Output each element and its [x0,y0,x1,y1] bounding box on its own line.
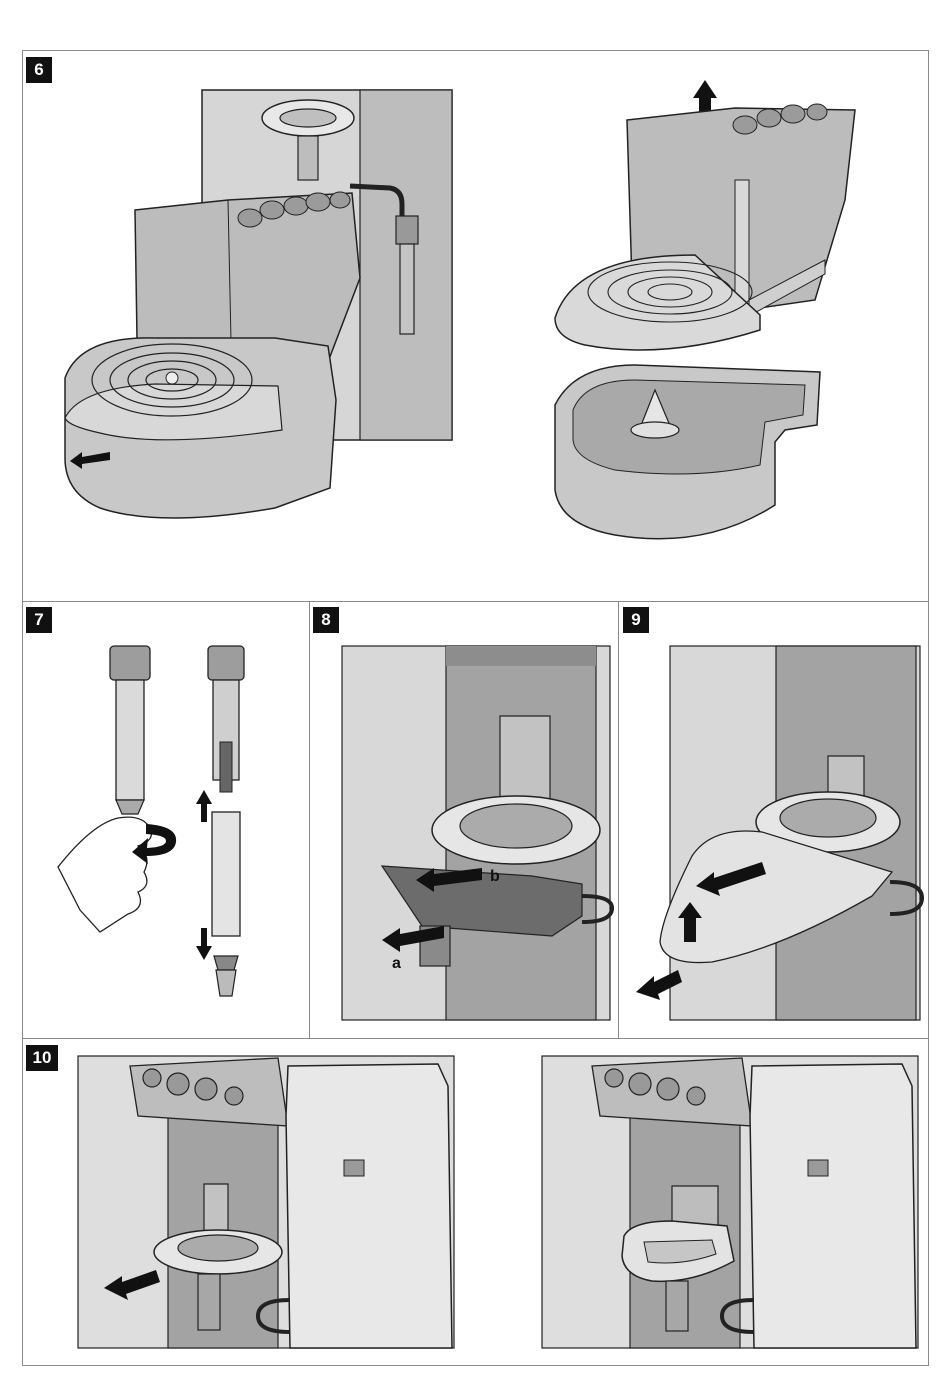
up-arrow-icon [196,790,212,822]
illustration-drip-tray-disassembled [545,80,845,550]
step-number-7: 7 [26,607,52,633]
illustration-brew-unit-insert [632,646,922,1024]
hand-icon [58,817,152,932]
illustration-brew-unit-removal [342,646,612,1024]
step-number-8: 8 [313,607,339,633]
nozzle-cap [110,646,150,680]
step-number-10: 10 [26,1045,58,1071]
step-number-9: 9 [623,607,649,633]
step-number-6: 6 [26,57,52,83]
illustration-drip-tray-pull [60,88,460,538]
down-arrow-icon [196,928,212,960]
illustration-brew-unit-locked [78,1056,458,1354]
water-tank [286,1064,452,1348]
illustration-steam-nozzle [52,642,297,1022]
label-a: a [392,955,401,973]
label-b: b [490,868,500,886]
water-tank [750,1064,916,1348]
nozzle-cap-exploded [208,646,244,680]
illustration-drip-spout [542,1056,922,1354]
